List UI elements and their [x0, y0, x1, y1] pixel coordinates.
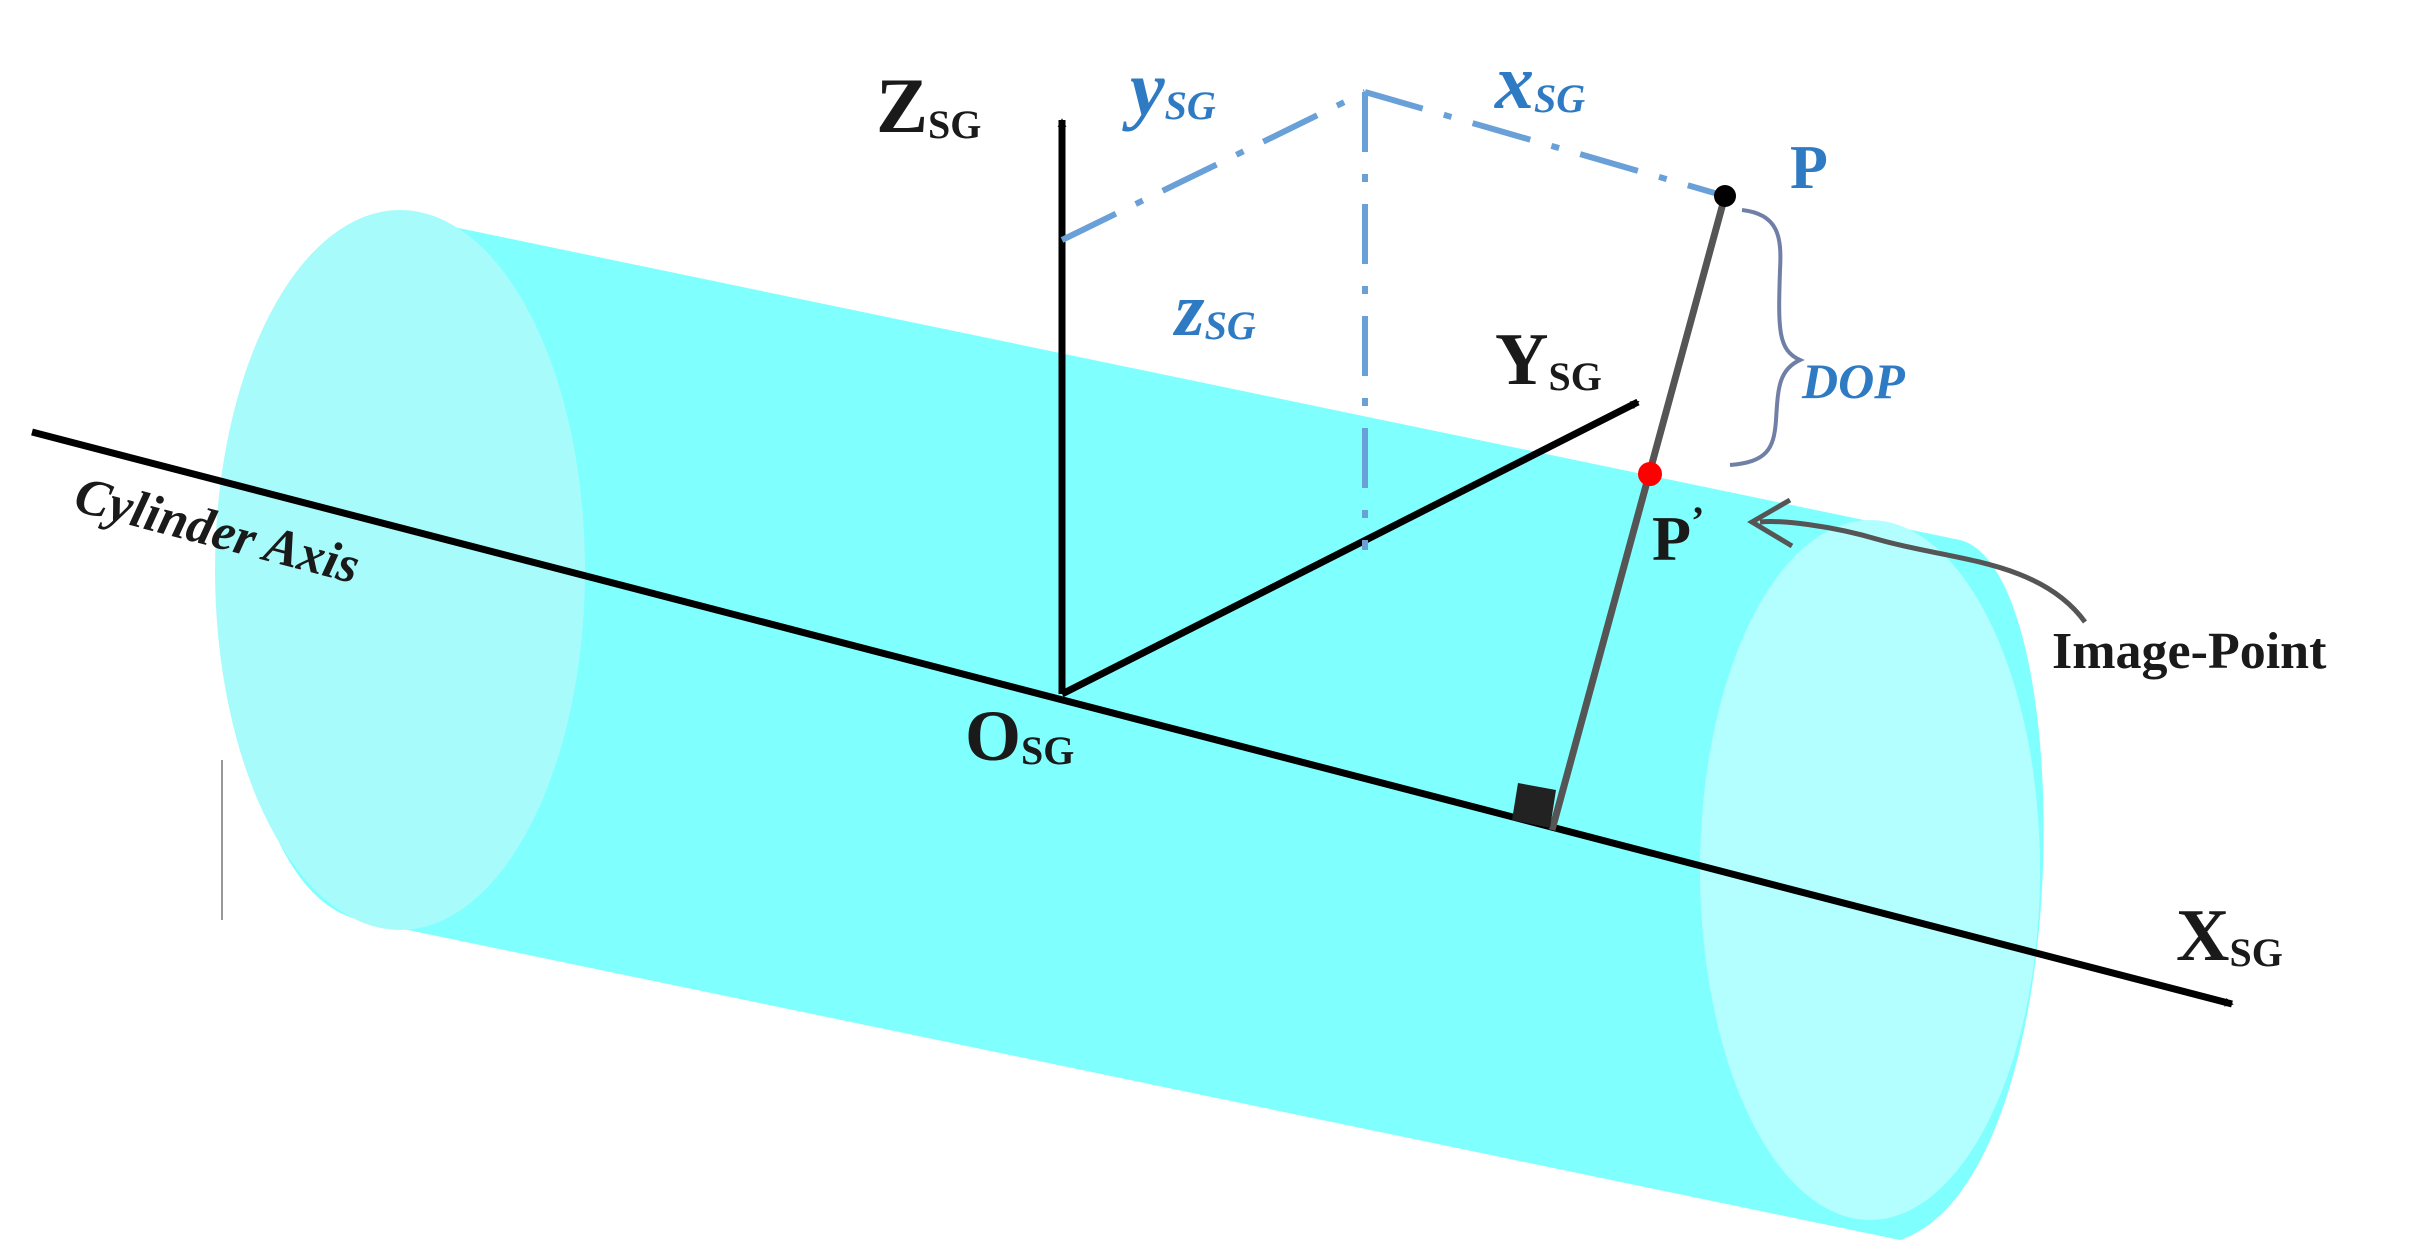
y-axis-label: YSG — [1495, 319, 1602, 401]
point-p-label: P — [1790, 134, 1828, 202]
dop-brace — [1729, 208, 1805, 467]
coord-y-label: ySG — [1122, 45, 1216, 132]
coord-x-label: xSG — [1494, 38, 1585, 125]
z-axis-label: ZSG — [876, 62, 981, 149]
normal-line — [1548, 195, 1729, 831]
y-axis-line — [1060, 398, 1640, 698]
cylinder-body — [235, 220, 2044, 1240]
coordinate-dashed-lines — [1060, 89, 1726, 550]
point-p-prime-label: P’ — [1652, 498, 1704, 574]
cylinder-axis-line — [31, 428, 2234, 1008]
cylinder-left-cap — [215, 210, 585, 930]
point-p-dot — [1714, 185, 1736, 207]
dop-label: DOP — [1801, 353, 1905, 409]
coord-z-label: zSG — [1172, 268, 1256, 352]
point-p-prime-dot — [1638, 462, 1662, 486]
image-point-label: Image-Point — [2052, 623, 2327, 680]
cylinder-right-cap — [1700, 520, 2040, 1220]
origin-label: OSG — [965, 696, 1074, 776]
image-point-pointer-head — [1747, 497, 1794, 549]
x-axis-label: XSG — [2176, 895, 2283, 977]
image-point-pointer — [1759, 519, 2088, 624]
right-angle-marker — [1512, 783, 1556, 828]
